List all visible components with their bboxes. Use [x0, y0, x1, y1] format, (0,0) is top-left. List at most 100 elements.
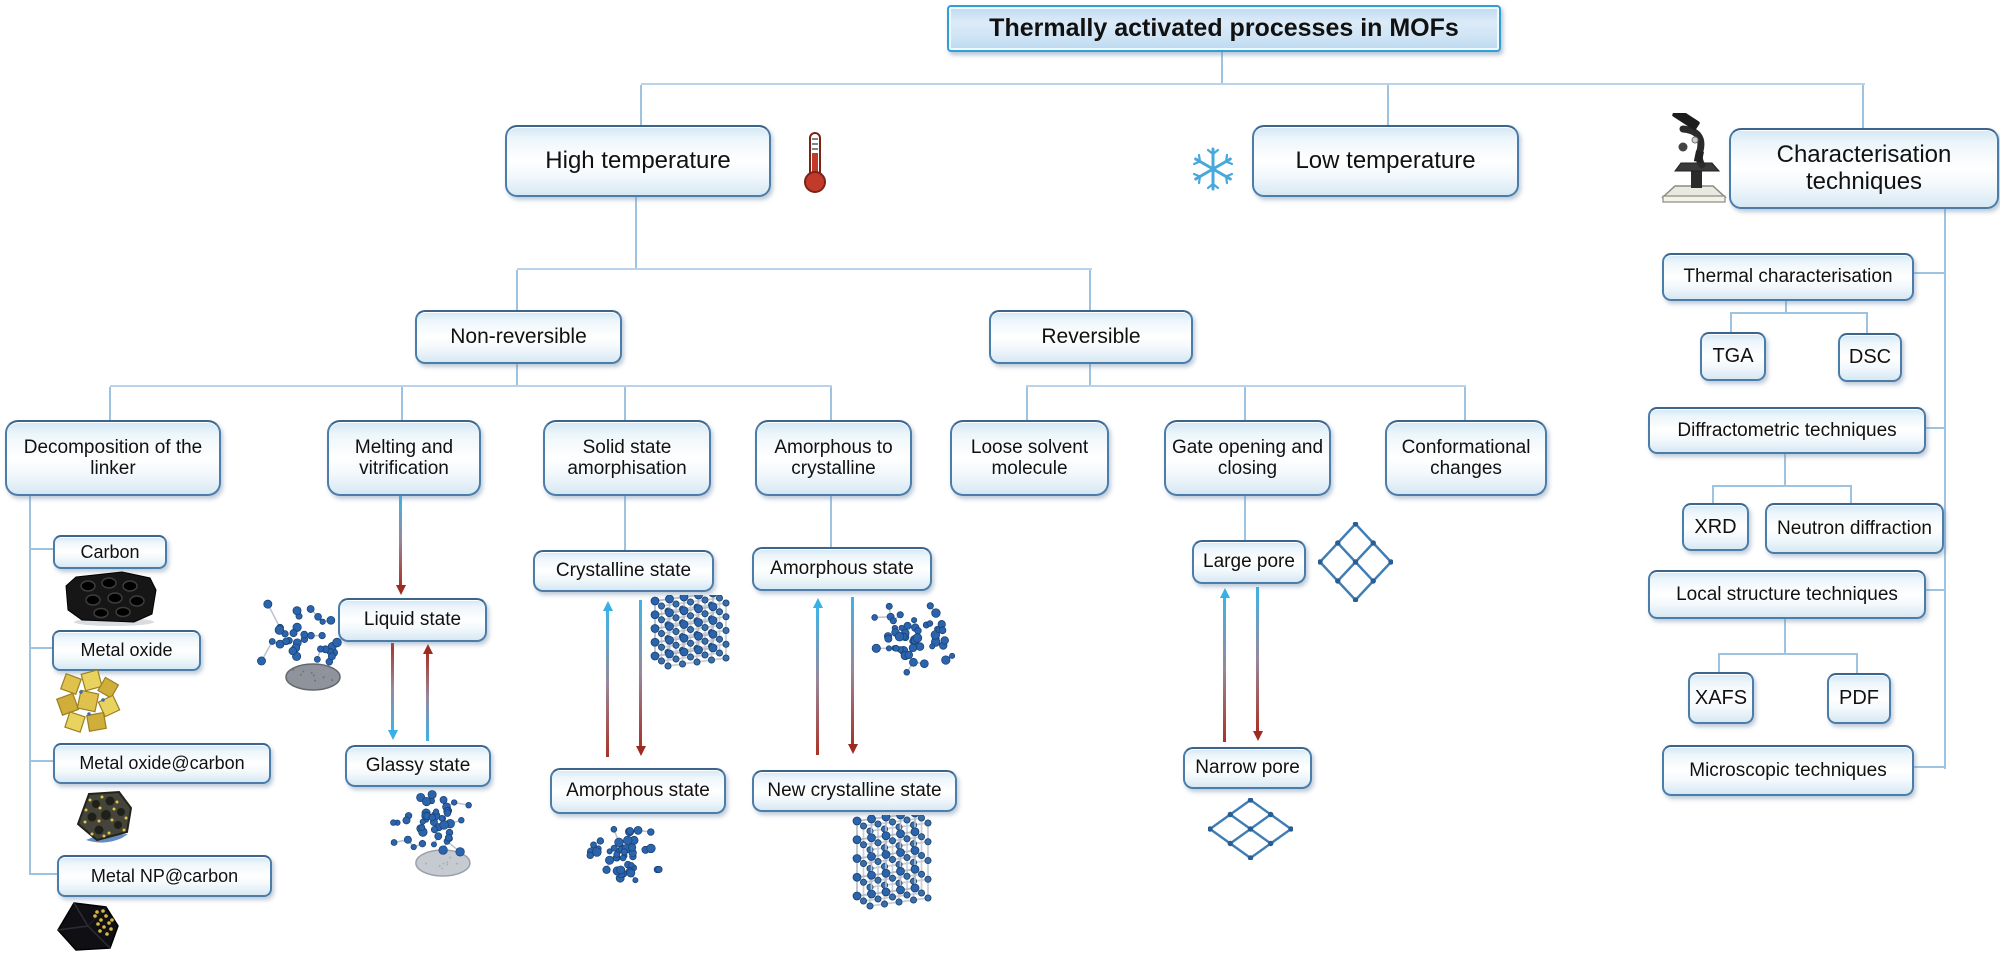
connector: [1718, 655, 1720, 672]
connector: [1850, 487, 1852, 503]
amorphous-structure-image-2: [871, 602, 956, 676]
connector: [1089, 270, 1091, 310]
connector: [1089, 360, 1091, 385]
connector: [624, 492, 626, 550]
node-xrd: XRD: [1682, 503, 1749, 551]
node-non-reversible: Non-reversible: [415, 310, 622, 364]
node-metal-np-at-carbon: Metal NP@carbon: [57, 855, 272, 897]
node-pdf: PDF: [1827, 673, 1891, 724]
arrowhead-red: [847, 744, 858, 754]
node-amorphous-state: Amorphous state: [550, 768, 726, 814]
arrowhead-cyan: [812, 598, 823, 608]
node-amorphous-to-crystalline: Amorphous to crystalline: [755, 420, 912, 496]
connector: [1221, 48, 1223, 83]
connector: [1944, 205, 1946, 769]
crystal-lattice-image: [650, 595, 730, 670]
connector: [1784, 615, 1786, 653]
connector: [1464, 387, 1466, 420]
connector: [1730, 314, 1732, 332]
connector: [31, 548, 53, 550]
title-box: Thermally activated processes in MOFs: [947, 5, 1501, 52]
arrowhead-red: [635, 746, 646, 756]
node-tga: TGA: [1700, 332, 1766, 381]
node-carbon: Carbon: [53, 535, 167, 569]
heating-arrow: [395, 494, 406, 595]
heating-arrow: [847, 597, 858, 754]
arrowhead-cyan: [387, 730, 398, 740]
connector: [1856, 655, 1858, 673]
connector: [635, 193, 637, 268]
connector: [31, 873, 57, 875]
arrowhead-cyan: [602, 601, 613, 611]
connector: [109, 387, 111, 420]
arrowhead-red: [422, 644, 433, 654]
thermometer-icon: [804, 132, 826, 193]
microscope-icon: [1661, 113, 1727, 203]
connector: [1244, 387, 1246, 420]
connector: [1784, 450, 1786, 485]
cooling-arrow: [602, 601, 613, 757]
node-amorphous-state-2: Amorphous state: [752, 547, 932, 591]
metal-oxide-at-carbon-image: [76, 790, 133, 843]
connector: [830, 492, 832, 547]
connector: [1026, 387, 1028, 420]
node-crystalline-state: Crystalline state: [533, 550, 714, 592]
connector: [1387, 85, 1389, 125]
node-large-pore: Large pore: [1192, 540, 1306, 584]
node-metal-oxide: Metal oxide: [52, 630, 201, 671]
connector: [640, 85, 642, 125]
heating-arrow: [635, 600, 646, 756]
connector: [1785, 297, 1787, 312]
node-high-temperature: High temperature: [505, 125, 771, 197]
node-diffractometric-techniques: Diffractometric techniques: [1648, 407, 1926, 454]
heating-arrow: [1252, 587, 1263, 741]
connector: [1712, 487, 1714, 503]
arrowhead-red: [395, 585, 406, 595]
node-neutron-diffraction: Neutron diffraction: [1765, 503, 1944, 554]
arrowhead-cyan: [1219, 588, 1230, 598]
large-pore-lattice-image: [1318, 522, 1393, 602]
connector: [1866, 314, 1868, 333]
glassy-molecule-image: [390, 790, 472, 877]
node-dsc: DSC: [1838, 333, 1902, 382]
node-gate-opening-and-closing: Gate opening and closing: [1164, 420, 1331, 496]
connector: [624, 387, 626, 420]
node-metal-oxide-at-carbon: Metal oxide@carbon: [53, 743, 271, 784]
cooling-arrow: [387, 643, 398, 740]
metal-oxide-image: [55, 670, 121, 733]
snowflake-icon: [1192, 147, 1234, 191]
connector: [1718, 653, 1858, 655]
connector: [31, 760, 53, 762]
node-low-temperature: Low temperature: [1252, 125, 1519, 197]
node-decomposition-of-the-linker: Decomposition of the linker: [5, 420, 221, 496]
connector: [1910, 272, 1944, 274]
new-crystal-lattice-image: [852, 815, 932, 910]
connector: [1730, 312, 1868, 314]
connector: [110, 385, 832, 387]
connector: [830, 387, 832, 420]
connector: [31, 647, 52, 649]
node-thermal-characterisation: Thermal characterisation: [1662, 253, 1914, 301]
node-melting-and-vitrification: Melting and vitrification: [327, 420, 481, 496]
node-local-structure-techniques: Local structure techniques: [1648, 570, 1926, 619]
connector: [29, 492, 31, 875]
node-narrow-pore: Narrow pore: [1183, 747, 1312, 789]
cooling-arrow: [1219, 588, 1230, 742]
connector: [641, 83, 1865, 85]
node-loose-solvent-molecule: Loose solvent molecule: [950, 420, 1109, 496]
narrow-pore-lattice-image: [1208, 798, 1293, 860]
node-new-crystalline-state: New crystalline state: [752, 770, 957, 812]
node-liquid-state: Liquid state: [338, 598, 487, 642]
node-characterisation-techniques: Characterisation techniques: [1729, 128, 1999, 209]
arrowhead-red: [1252, 731, 1263, 741]
heating-arrow: [422, 644, 433, 741]
connector: [1910, 766, 1944, 768]
node-solid-state-amorphisation: Solid state amorphisation: [543, 420, 711, 496]
connector: [1712, 485, 1852, 487]
liquid-molecule-image: [257, 599, 342, 691]
amorphous-structure-image: [586, 825, 663, 884]
connector: [401, 387, 403, 420]
node-xafs: XAFS: [1688, 672, 1754, 724]
connector: [517, 268, 1092, 270]
